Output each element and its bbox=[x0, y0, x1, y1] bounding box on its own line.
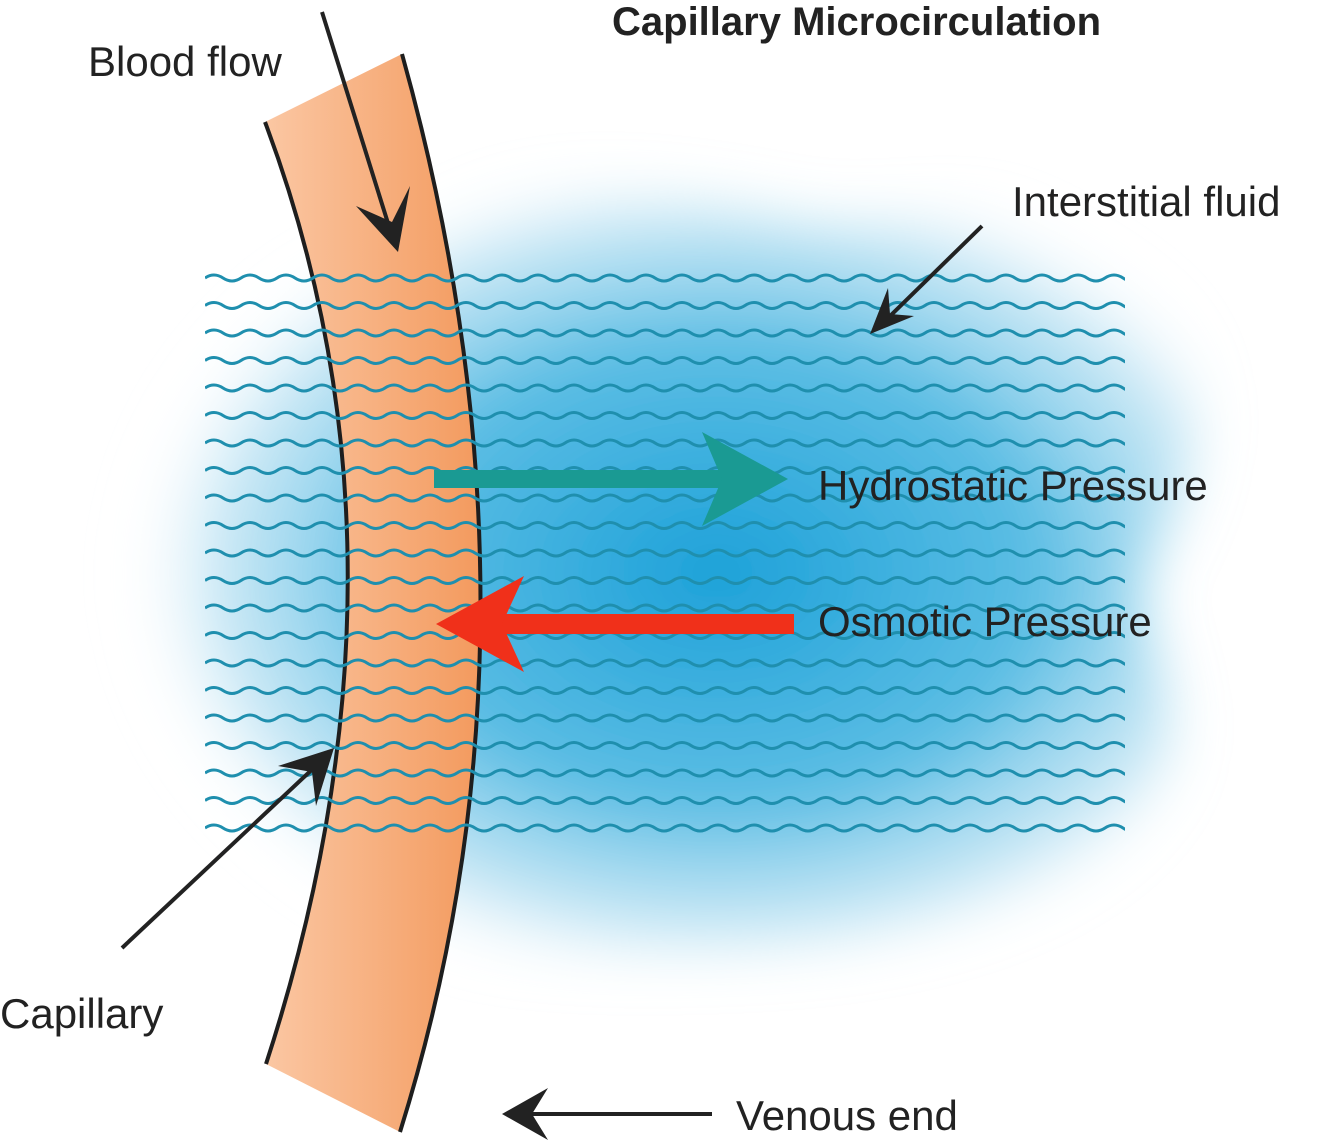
wave-line bbox=[205, 521, 1125, 530]
wave-line bbox=[205, 796, 1125, 805]
interstitial-fluid-region bbox=[129, 191, 1198, 955]
wave-line bbox=[205, 438, 1125, 448]
wave-line bbox=[205, 328, 1125, 338]
wave-line bbox=[205, 823, 1125, 833]
wave-line bbox=[205, 768, 1125, 778]
interstitial-fluid-pointer-arrow bbox=[870, 224, 984, 334]
wave-line bbox=[205, 411, 1125, 420]
wave-line bbox=[205, 713, 1125, 723]
diagram-title: Capillary Microcirculation bbox=[612, 0, 1102, 44]
venous-end-label: Venous end bbox=[736, 1092, 958, 1139]
wave-line bbox=[205, 383, 1125, 393]
wave-line bbox=[205, 576, 1125, 585]
wave-line bbox=[205, 493, 1125, 503]
wave-line bbox=[205, 356, 1125, 365]
capillary-pointer-arrow bbox=[120, 748, 334, 950]
hydrostatic-pressure-label: Hydrostatic Pressure bbox=[818, 462, 1208, 509]
capillary-vessel bbox=[265, 54, 481, 1132]
wave-line bbox=[205, 631, 1125, 640]
interstitial-fluid-waves bbox=[205, 273, 1125, 833]
capillary-label: Capillary bbox=[0, 990, 164, 1037]
venous-end-pointer-arrow bbox=[502, 1088, 712, 1140]
wave-line bbox=[205, 741, 1125, 750]
wave-line bbox=[205, 273, 1125, 283]
osmotic-pressure-label: Osmotic Pressure bbox=[818, 598, 1152, 645]
wave-line bbox=[205, 686, 1125, 695]
wave-line bbox=[205, 548, 1125, 558]
wave-line bbox=[205, 301, 1125, 310]
blood-flow-label: Blood flow bbox=[88, 38, 282, 85]
osmotic-pressure-arrow bbox=[436, 576, 794, 672]
hydrostatic-pressure-arrow bbox=[434, 432, 788, 526]
wave-line bbox=[205, 603, 1125, 613]
blood-flow-pointer-arrow bbox=[320, 11, 410, 252]
wave-line bbox=[205, 658, 1125, 668]
capillary-wall-left bbox=[263, 121, 350, 1065]
interstitial-fluid-label: Interstitial fluid bbox=[1012, 178, 1281, 225]
